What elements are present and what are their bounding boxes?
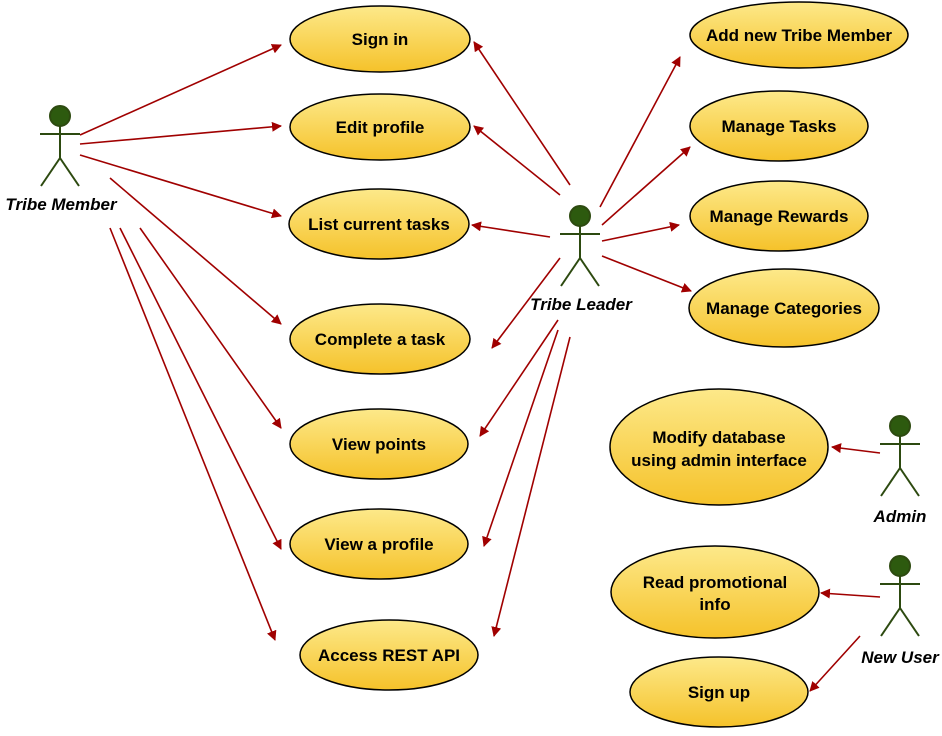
arrow-leader-manage-rewards [601, 221, 680, 242]
use-case-manage-rewards: Manage Rewards [689, 180, 869, 252]
use-case-label: List current tasks [308, 215, 450, 234]
stick-figure-icon [880, 555, 920, 637]
use-case-label: Sign up [688, 683, 750, 702]
actor-label: Tribe Member [5, 195, 118, 214]
arrow-newuser-sign-up [809, 635, 861, 692]
arrow-admin-modify-db [831, 443, 881, 454]
stick-figure-icon [40, 105, 80, 187]
stick-figure-icon [560, 205, 600, 287]
actor-admin: Admin [873, 415, 927, 526]
arrow-member-list-tasks [79, 154, 282, 219]
arrow-member-complete-task [109, 177, 282, 325]
use-case-label: Sign in [352, 30, 409, 49]
use-case-read-promotional-info: Read promotional info [610, 545, 820, 639]
use-case-edit-profile: Edit profile [289, 93, 471, 161]
arrow-leader-edit-profile [473, 125, 561, 196]
arrow-member-view-points [139, 227, 282, 429]
arrow-member-view-profile [119, 227, 282, 550]
arrow-leader-list-tasks [471, 221, 551, 238]
use-case-view-a-profile: View a profile [289, 508, 469, 580]
arrow-member-access-api [109, 227, 277, 641]
use-case-access-rest-api: Access REST API [299, 619, 479, 691]
use-case-label: View a profile [324, 535, 433, 554]
arrow-member-sign-in [79, 44, 282, 136]
use-case-label-line-1: Read promotional [643, 573, 788, 592]
use-case-manage-categories: Manage Categories [688, 268, 880, 348]
use-case-label-line-1: Modify database [652, 428, 785, 447]
arrow-leader-manage-categories [601, 255, 692, 293]
actor-tribe-leader: Tribe Leader [530, 205, 633, 314]
arrow-leader-sign-in [473, 41, 571, 186]
use-case-add-new-tribe-member: Add new Tribe Member [689, 1, 909, 69]
use-case-label: Manage Tasks [722, 117, 837, 136]
use-case-modify-database: Modify database using admin interface [609, 388, 829, 506]
use-case-label-line-2: using admin interface [631, 451, 807, 470]
use-case-sign-in: Sign in [289, 5, 471, 73]
use-case-list-current-tasks: List current tasks [288, 188, 470, 260]
use-case-label: Access REST API [318, 646, 460, 665]
arrow-newuser-read-info [820, 588, 881, 599]
arrows [79, 41, 881, 692]
use-case-view-points: View points [289, 408, 469, 480]
actor-tribe-member: Tribe Member [5, 105, 118, 214]
stick-figure-icon [880, 415, 920, 497]
actor-label: Tribe Leader [530, 295, 633, 314]
use-case-complete-a-task: Complete a task [289, 303, 471, 375]
arrow-leader-complete-task [491, 257, 561, 349]
use-case-label: Manage Categories [706, 299, 862, 318]
use-case-label: View points [332, 435, 426, 454]
actor-label: New User [861, 648, 940, 667]
arrow-leader-access-api [491, 336, 571, 637]
actor-new-user: New User [861, 555, 940, 667]
use-case-label-line-2: info [699, 595, 730, 614]
use-case-manage-tasks: Manage Tasks [689, 90, 869, 162]
arrow-leader-view-profile [482, 329, 559, 547]
actor-label: Admin [873, 507, 927, 526]
arrow-leader-manage-tasks [601, 146, 691, 226]
use-case-label: Add new Tribe Member [706, 26, 892, 45]
use-case-label: Manage Rewards [710, 207, 849, 226]
use-case-label: Edit profile [336, 118, 425, 137]
arrow-leader-view-points [479, 319, 559, 437]
use-cases: Sign in Edit profile List current tasks … [288, 1, 909, 728]
arrow-leader-add-member [599, 56, 681, 208]
arrow-member-edit-profile [79, 121, 282, 145]
use-case-label: Complete a task [315, 330, 446, 349]
use-case-sign-up: Sign up [629, 656, 809, 728]
